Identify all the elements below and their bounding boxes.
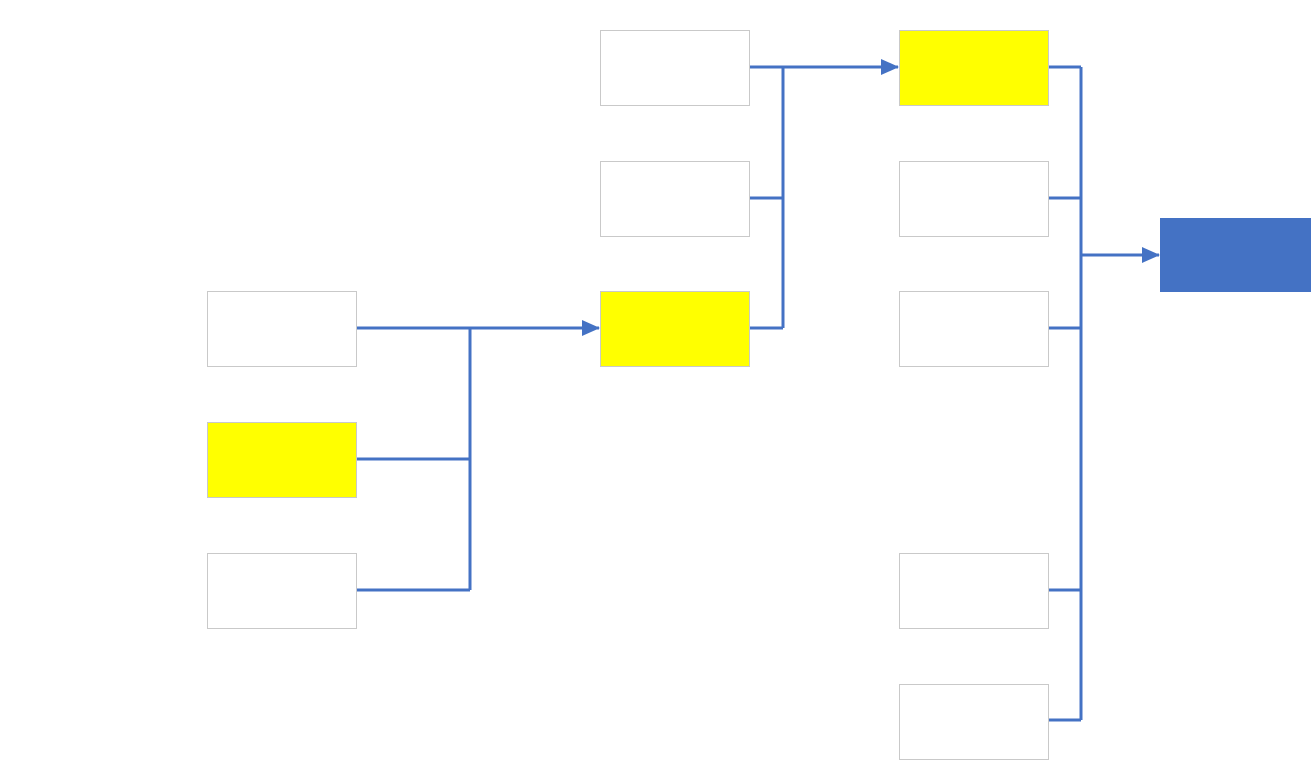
round2-column: [600, 30, 750, 367]
connector-group-round1: [356, 320, 600, 592]
round3-column: [899, 30, 1049, 760]
bracket-box-r3-d: [899, 553, 1049, 629]
bracket-box-r1-b: [207, 422, 357, 498]
bracket-box-r3-c: [899, 291, 1049, 367]
bracket-box-r3-b: [899, 161, 1049, 237]
bracket-box-r1-a: [207, 291, 357, 367]
bracket-box-r3-e: [899, 684, 1049, 760]
bracket-box-r1-c: [207, 553, 357, 629]
round1-column: [207, 291, 357, 629]
connector-group-round2: [749, 59, 899, 330]
bracket-box-r2-c: [600, 291, 750, 367]
connector-group-round3: [1048, 65, 1160, 722]
bracket-box-r2-b: [600, 161, 750, 237]
bracket-box-final: [1160, 218, 1311, 292]
bracket-box-r2-a: [600, 30, 750, 106]
bracket-box-r3-a: [899, 30, 1049, 106]
final-column: [1160, 218, 1311, 292]
